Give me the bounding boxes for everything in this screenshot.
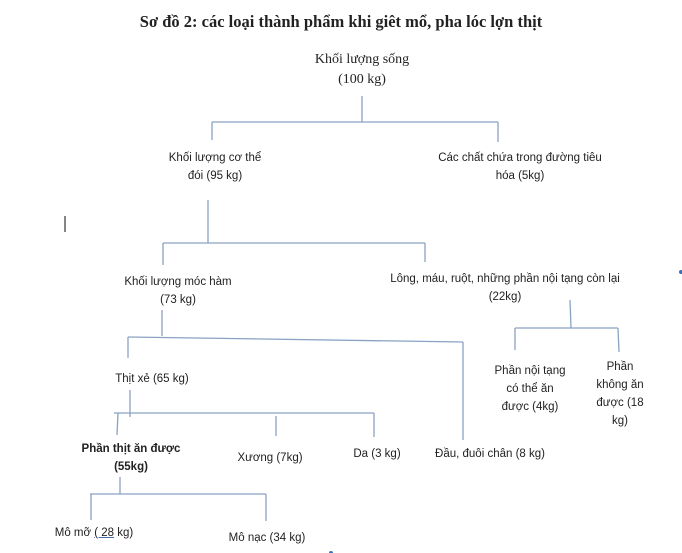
node-fat-tissue: Mô mỡ ( 28 kg) bbox=[55, 524, 134, 542]
node-value: kg) bbox=[612, 415, 628, 427]
connector bbox=[127, 336, 464, 343]
node-value: (22kg) bbox=[488, 291, 522, 303]
node-label: Phần nội tạng bbox=[494, 365, 566, 377]
node-value-underlined: ( 28 bbox=[94, 527, 115, 539]
node-value: được (4kg) bbox=[501, 401, 559, 413]
node-body-weight: Khối lượng cơ thể đói (95 kg) bbox=[169, 149, 261, 185]
node-live-weight: Khối lượng sống (100 kg) bbox=[315, 50, 409, 90]
node-label: không ăn bbox=[596, 379, 644, 391]
node-bone: Xương (7kg) bbox=[237, 452, 303, 464]
node-head-tail-feet: Đầu, đuôi chân (8 kg) bbox=[435, 448, 545, 460]
node-skin: Da (3 kg) bbox=[353, 448, 401, 460]
node-inedible: Phần không ăn được (18 kg) bbox=[596, 358, 643, 430]
node-value: hóa (5kg) bbox=[495, 170, 545, 182]
node-label: Khối lượng sống bbox=[314, 52, 410, 67]
node-value: (55kg) bbox=[114, 461, 148, 473]
node-label: được (18 bbox=[596, 397, 644, 409]
node-offal: Lông, máu, ruột, những phần nội tạng còn… bbox=[390, 270, 620, 306]
node-value: đói (95 kg) bbox=[187, 170, 243, 182]
node-value: (100 kg) bbox=[338, 72, 386, 87]
node-digestive-contents: Các chất chứa trong đường tiêu hóa (5kg) bbox=[438, 149, 602, 185]
node-edible-organs: Phần nội tạng có thể ăn được (4kg) bbox=[495, 362, 566, 416]
node-label: Các chất chứa trong đường tiêu bbox=[438, 152, 602, 164]
node-carcass: Khối lượng móc hàm (73 kg) bbox=[124, 273, 231, 309]
connector bbox=[569, 299, 572, 329]
node-label: Mô mỡ bbox=[54, 527, 95, 539]
node-value: (73 kg) bbox=[160, 294, 196, 306]
node-label: Khối lượng móc hàm bbox=[124, 276, 232, 288]
node-unit: kg) bbox=[114, 527, 134, 539]
diagram-title: Sơ đồ 2: các loại thành phẩm khi giêt mổ… bbox=[139, 12, 543, 31]
node-label: Lông, máu, ruột, những phần nội tạng còn… bbox=[390, 273, 620, 285]
connector bbox=[617, 327, 620, 353]
node-edible-meat: Phần thịt ăn được (55kg) bbox=[82, 440, 181, 476]
node-label: Phần thịt ăn được bbox=[81, 443, 181, 455]
edge-marker bbox=[679, 270, 682, 274]
connector bbox=[116, 412, 119, 436]
node-lean-tissue: Mô nạc (34 kg) bbox=[228, 532, 306, 544]
node-label: có thể ăn bbox=[506, 383, 554, 395]
node-label: Phần bbox=[606, 361, 634, 373]
node-label: Khối lượng cơ thể bbox=[168, 152, 262, 164]
node-split-carcass: Thịt xẻ (65 kg) bbox=[115, 373, 189, 385]
